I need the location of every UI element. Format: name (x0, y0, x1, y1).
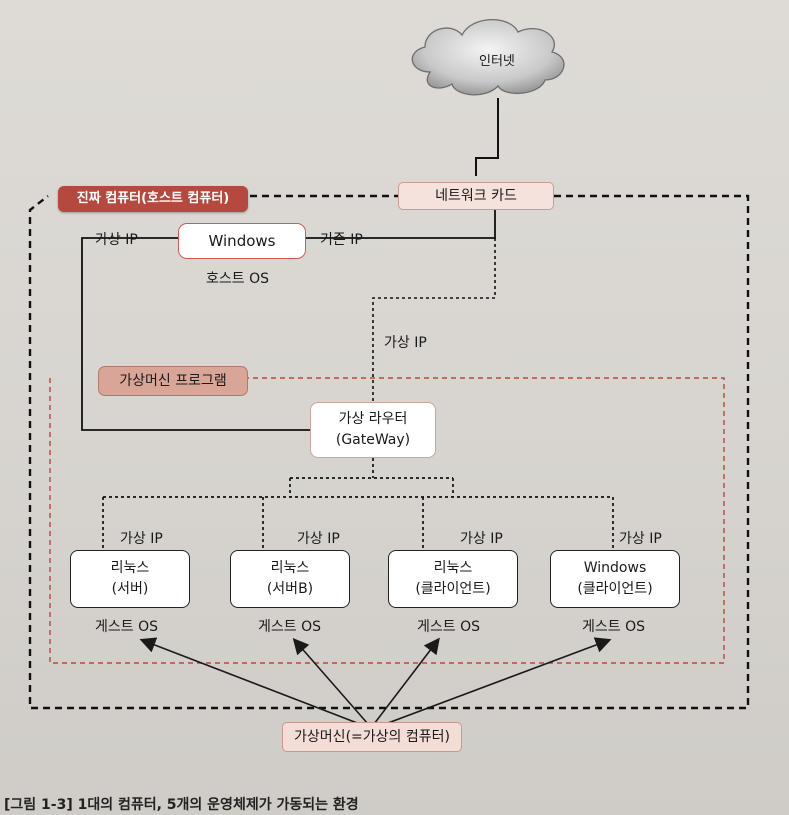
guest-windows-client-box: Windows (클라이언트) (550, 550, 680, 608)
guest-role: (클라이언트) (577, 581, 653, 597)
router-tree (102, 458, 614, 550)
guest-os-label: 게스트 OS (417, 619, 480, 635)
virtual-machine-box: 가상머신(=가상의 컴퓨터) (282, 722, 462, 752)
guest-ip-label: 가상 IP (619, 531, 662, 547)
virtual-router-box: 가상 라우터 (GateWay) (310, 402, 436, 458)
windows-host-box: Windows (178, 223, 306, 259)
network-card-box: 네트워크 카드 (398, 182, 554, 210)
guest-linux-server-box: 리눅스 (서버) (70, 550, 190, 608)
guest-linux-client-box: 리눅스 (클라이언트) (388, 550, 518, 608)
router-name: 가상 라우터 (338, 411, 408, 427)
guest-ip-label: 가상 IP (460, 531, 503, 547)
virtual-ip-left-label: 가상 IP (95, 232, 138, 248)
vm-program-label: 가상머신 프로그램 (98, 366, 248, 396)
guest-os-label: 게스트 OS (95, 619, 158, 635)
guest-ip-label: 가상 IP (297, 531, 340, 547)
guest-name: Windows (583, 560, 647, 576)
guest-name: 리눅스 (433, 560, 473, 576)
existing-ip-label: 기존 IP (320, 232, 363, 248)
guest-name: 리눅스 (110, 560, 150, 576)
guest-role: (서버B) (266, 581, 314, 597)
guest-ip-label: 가상 IP (120, 531, 163, 547)
internet-label: 인터넷 (479, 54, 515, 69)
host-computer-frame (28, 194, 750, 710)
guest-name: 리눅스 (270, 560, 310, 576)
guest-linux-serverb-box: 리눅스 (서버B) (230, 550, 350, 608)
guest-os-label: 게스트 OS (258, 619, 321, 635)
router-gateway: (GateWay) (335, 432, 411, 448)
guest-role: (서버) (111, 581, 149, 597)
guest-os-label: 게스트 OS (582, 619, 645, 635)
guest-role: (클라이언트) (415, 581, 491, 597)
host-os-label: 호스트 OS (206, 271, 269, 287)
host-computer-label: 진짜 컴퓨터(호스트 컴퓨터) (58, 186, 248, 212)
virtual-ip-router-label: 가상 IP (384, 335, 427, 351)
figure-caption: [그림 1-3] 1대의 컴퓨터, 5개의 운영체제가 가동되는 환경 (4, 797, 359, 813)
internet-cloud-icon (411, 19, 565, 96)
